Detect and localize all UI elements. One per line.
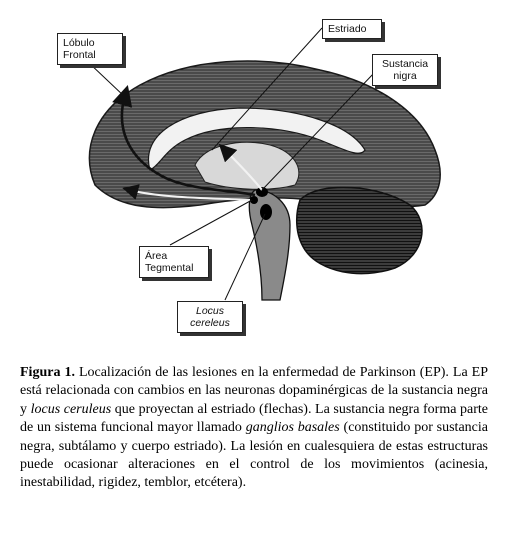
label-sustancia-nigra: Sustancia nigra bbox=[372, 54, 438, 86]
figure-caption: Figura 1. Localización de las lesiones e… bbox=[20, 364, 488, 493]
area-tegmental-nucleus bbox=[250, 196, 258, 204]
label-locus-cereleus: Locus cereleus bbox=[177, 301, 243, 333]
caption-text-1: Localización de las lesiones en la enfer… bbox=[20, 365, 488, 417]
leader-area-tegmental bbox=[169, 199, 253, 246]
striatum-projection-arrow bbox=[218, 143, 263, 191]
caption-figure-label: Figura 1. bbox=[20, 365, 75, 380]
caption-text-2: que proyectan al estriado (flechas). La … bbox=[20, 401, 489, 436]
frontal-projection-arrow-2 bbox=[122, 184, 251, 201]
caption-italic-ganglios: ganglios basales bbox=[245, 420, 340, 436]
cerebellum-shape bbox=[295, 186, 423, 275]
label-estriado: Estriado bbox=[322, 19, 382, 39]
label-area-tegmental: Área Tegmental bbox=[139, 246, 209, 278]
caption-italic-locus: locus ceruleus bbox=[30, 401, 112, 417]
brainstem-shape bbox=[248, 189, 291, 301]
label-lobulo-frontal: Lóbulo Frontal bbox=[57, 33, 123, 65]
corpus-callosum bbox=[147, 107, 366, 171]
frontal-projection-arrow bbox=[112, 84, 256, 197]
brain-sagittal-illustration bbox=[87, 27, 441, 301]
leader-lobulo-frontal bbox=[87, 61, 126, 98]
cerebrum-shape bbox=[88, 60, 441, 209]
leader-locus-cereleus bbox=[224, 213, 266, 301]
sustancia-nigra-nucleus bbox=[256, 187, 268, 197]
leader-sustancia-nigra bbox=[261, 71, 376, 191]
leader-estriado bbox=[211, 27, 323, 151]
brain-figure: Lóbulo Frontal Estriado Sustancia nigra … bbox=[57, 19, 441, 333]
locus-ceruleus-nucleus bbox=[260, 204, 272, 220]
caption-text-3: (constituido por sustancia negra, subtál… bbox=[20, 420, 488, 491]
